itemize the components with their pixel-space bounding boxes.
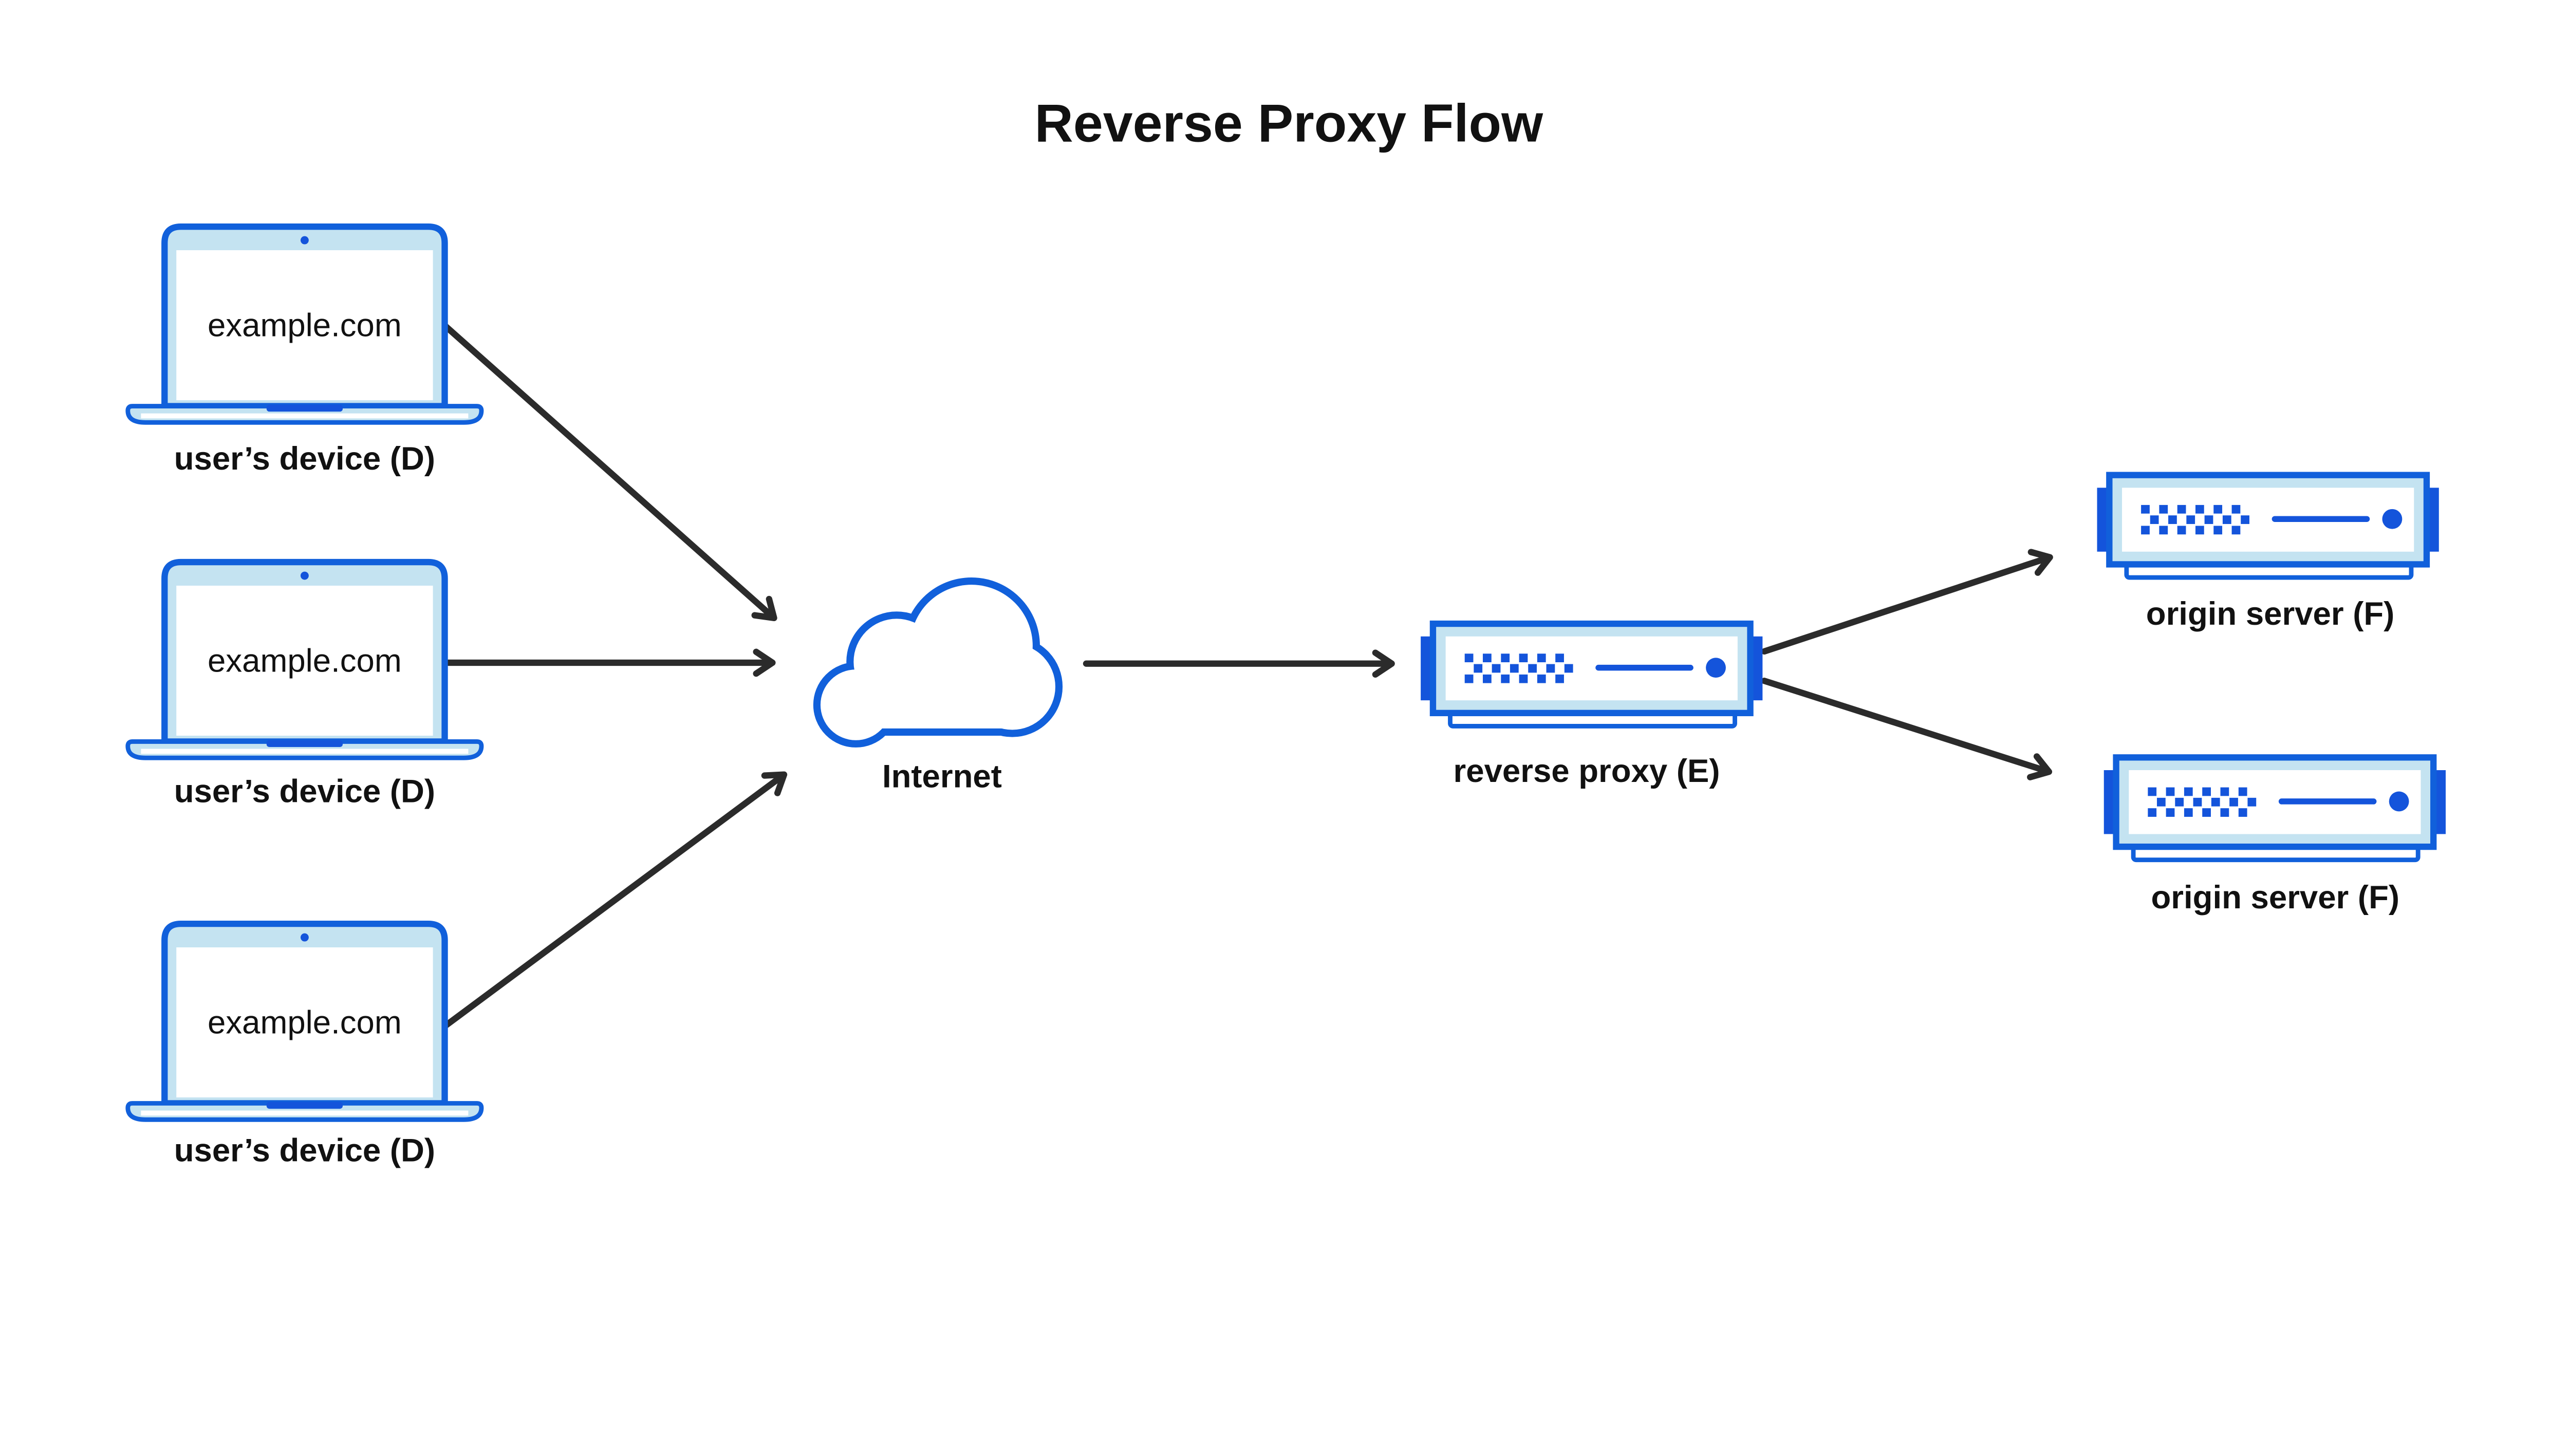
diagram-canvas: Reverse Proxy Flow example.com user’s de… — [124, 94, 2449, 1169]
origin-server-node-1: origin server (F) — [2097, 475, 2439, 632]
server-icon — [1421, 624, 1762, 726]
origin-server-label: origin server (F) — [2146, 595, 2395, 632]
device-label: user’s device (D) — [174, 440, 435, 477]
reverse-proxy-label: reverse proxy (E) — [1454, 753, 1720, 789]
user-device-node-1: example.com user’s device (D) — [128, 227, 481, 477]
reverse-proxy-node: reverse proxy (E) — [1421, 624, 1762, 789]
internet-node: Internet — [821, 585, 1055, 795]
device-screen-text: example.com — [208, 307, 402, 344]
device-label: user’s device (D) — [174, 1132, 435, 1168]
origin-server-label: origin server (F) — [2151, 879, 2399, 916]
arrow-device1-to-internet — [441, 322, 777, 622]
user-device-node-3: example.com user’s device (D) — [128, 924, 481, 1168]
device-screen-text: example.com — [208, 1004, 402, 1041]
arrow-proxy-to-origin1 — [1761, 549, 2053, 655]
server-icon — [2097, 475, 2439, 577]
diagram-title: Reverse Proxy Flow — [1035, 94, 1544, 153]
server-icon — [2104, 757, 2446, 860]
arrow-device3-to-internet — [441, 771, 788, 1030]
reverse-proxy-flow-diagram: Reverse Proxy Flow example.com user’s de… — [124, 94, 2449, 1169]
arrow-proxy-to-origin2 — [1761, 678, 2053, 780]
user-device-node-2: example.com user’s device (D) — [128, 562, 481, 810]
device-label: user’s device (D) — [174, 773, 435, 810]
internet-label: Internet — [882, 758, 1002, 795]
device-screen-text: example.com — [208, 643, 402, 679]
origin-server-node-2: origin server (F) — [2104, 757, 2446, 916]
